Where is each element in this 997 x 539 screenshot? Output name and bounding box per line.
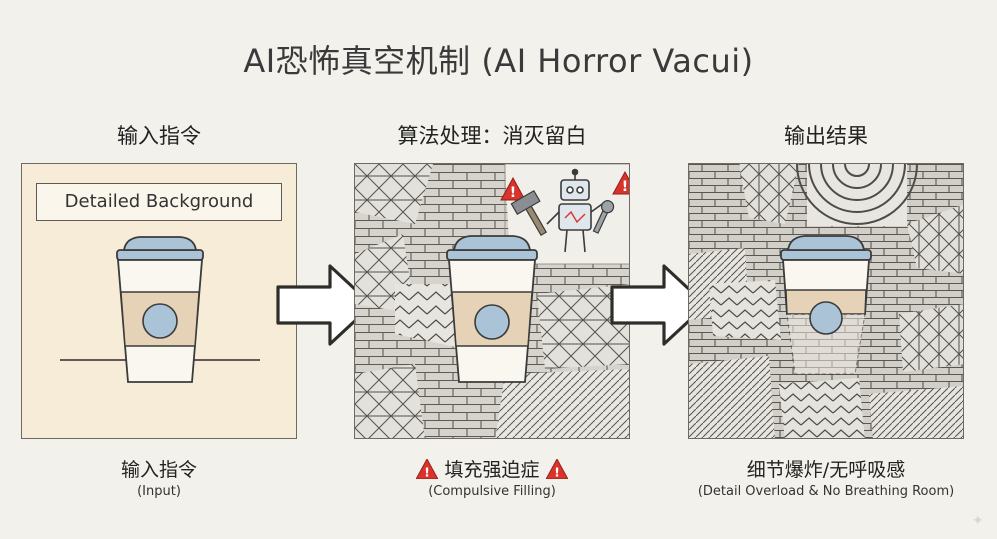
detail-overload-illustration bbox=[689, 164, 963, 438]
svg-text:!: ! bbox=[425, 464, 431, 479]
robot-icon bbox=[546, 168, 606, 253]
warning-icon: ! bbox=[545, 459, 568, 479]
output-heading: 输出结果 bbox=[784, 124, 868, 148]
wrench-icon bbox=[592, 200, 615, 234]
coffee-cup-icon bbox=[780, 235, 872, 375]
sparkle-icon: ✦ bbox=[972, 513, 984, 529]
input-caption: 输入指令 bbox=[120, 459, 197, 481]
warning-icon: ! bbox=[612, 170, 629, 195]
detailed-background-label: Detailed Background bbox=[36, 183, 282, 221]
input-subcaption: (Input) bbox=[137, 484, 181, 499]
coffee-cup-icon bbox=[446, 235, 538, 383]
compulsive-filling-illustration: ! ! bbox=[355, 164, 629, 438]
coffee-cup-icon bbox=[116, 236, 204, 383]
input-cup-illustration bbox=[60, 236, 260, 383]
svg-text:!: ! bbox=[622, 179, 628, 195]
right-arrow-icon bbox=[610, 264, 708, 346]
warning-icon: ! bbox=[500, 176, 526, 201]
processing-panel: ! ! bbox=[354, 163, 630, 439]
concentric-pattern bbox=[796, 164, 918, 226]
output-panel bbox=[688, 163, 964, 439]
warning-icon: ! bbox=[416, 459, 439, 479]
output-caption: 细节爆炸/无呼吸感 bbox=[746, 459, 906, 481]
input-heading: 输入指令 bbox=[117, 124, 201, 148]
hammer-icon bbox=[510, 189, 548, 236]
output-subcaption: (Detail Overload & No Breathing Room) bbox=[697, 484, 955, 499]
filling-caption: ! 填充强迫症 ! bbox=[354, 455, 630, 482]
svg-text:!: ! bbox=[510, 185, 516, 201]
page-title: AI恐怖真空机制 (AI Horror Vacui) bbox=[243, 42, 754, 80]
processing-heading: 算法处理：消灭留白 bbox=[397, 124, 587, 148]
right-arrow-icon bbox=[276, 264, 374, 346]
svg-text:!: ! bbox=[554, 464, 560, 479]
input-panel: Detailed Background bbox=[21, 163, 297, 439]
filling-subcaption: (Compulsive Filling) bbox=[428, 484, 556, 499]
filling-caption-text: 填充强迫症 bbox=[444, 459, 540, 481]
